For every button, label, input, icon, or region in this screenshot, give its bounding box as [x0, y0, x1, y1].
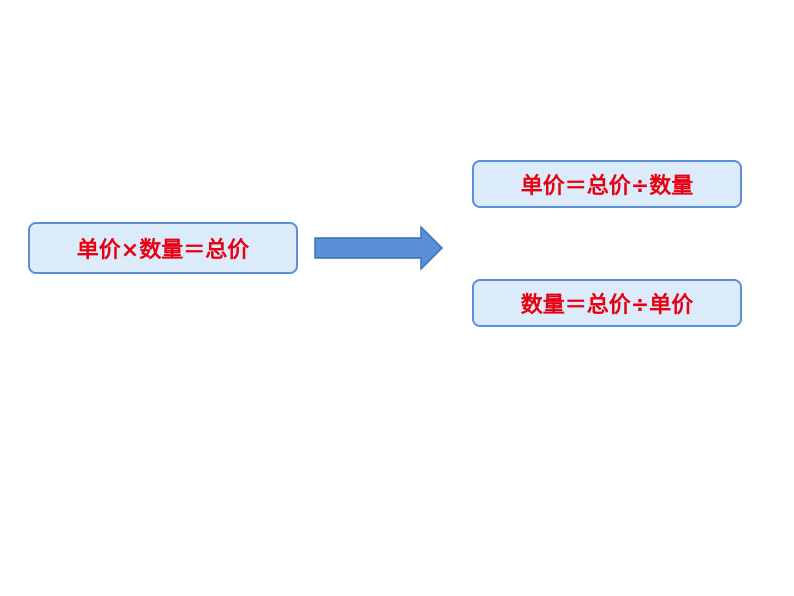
derived-formula-box-quantity: 数量＝总价÷单价 [472, 279, 742, 327]
source-formula-text: 单价×数量＝总价 [76, 238, 250, 263]
derived-formula-text-unit-price: 单价＝总价÷数量 [520, 174, 694, 199]
arrow-shape [314, 226, 444, 270]
source-formula-box: 单价×数量＝总价 [28, 222, 298, 274]
right-arrow-icon [314, 226, 444, 270]
derived-formula-box-unit-price: 单价＝总价÷数量 [472, 160, 742, 208]
derived-formula-text-quantity: 数量＝总价÷单价 [520, 293, 694, 318]
